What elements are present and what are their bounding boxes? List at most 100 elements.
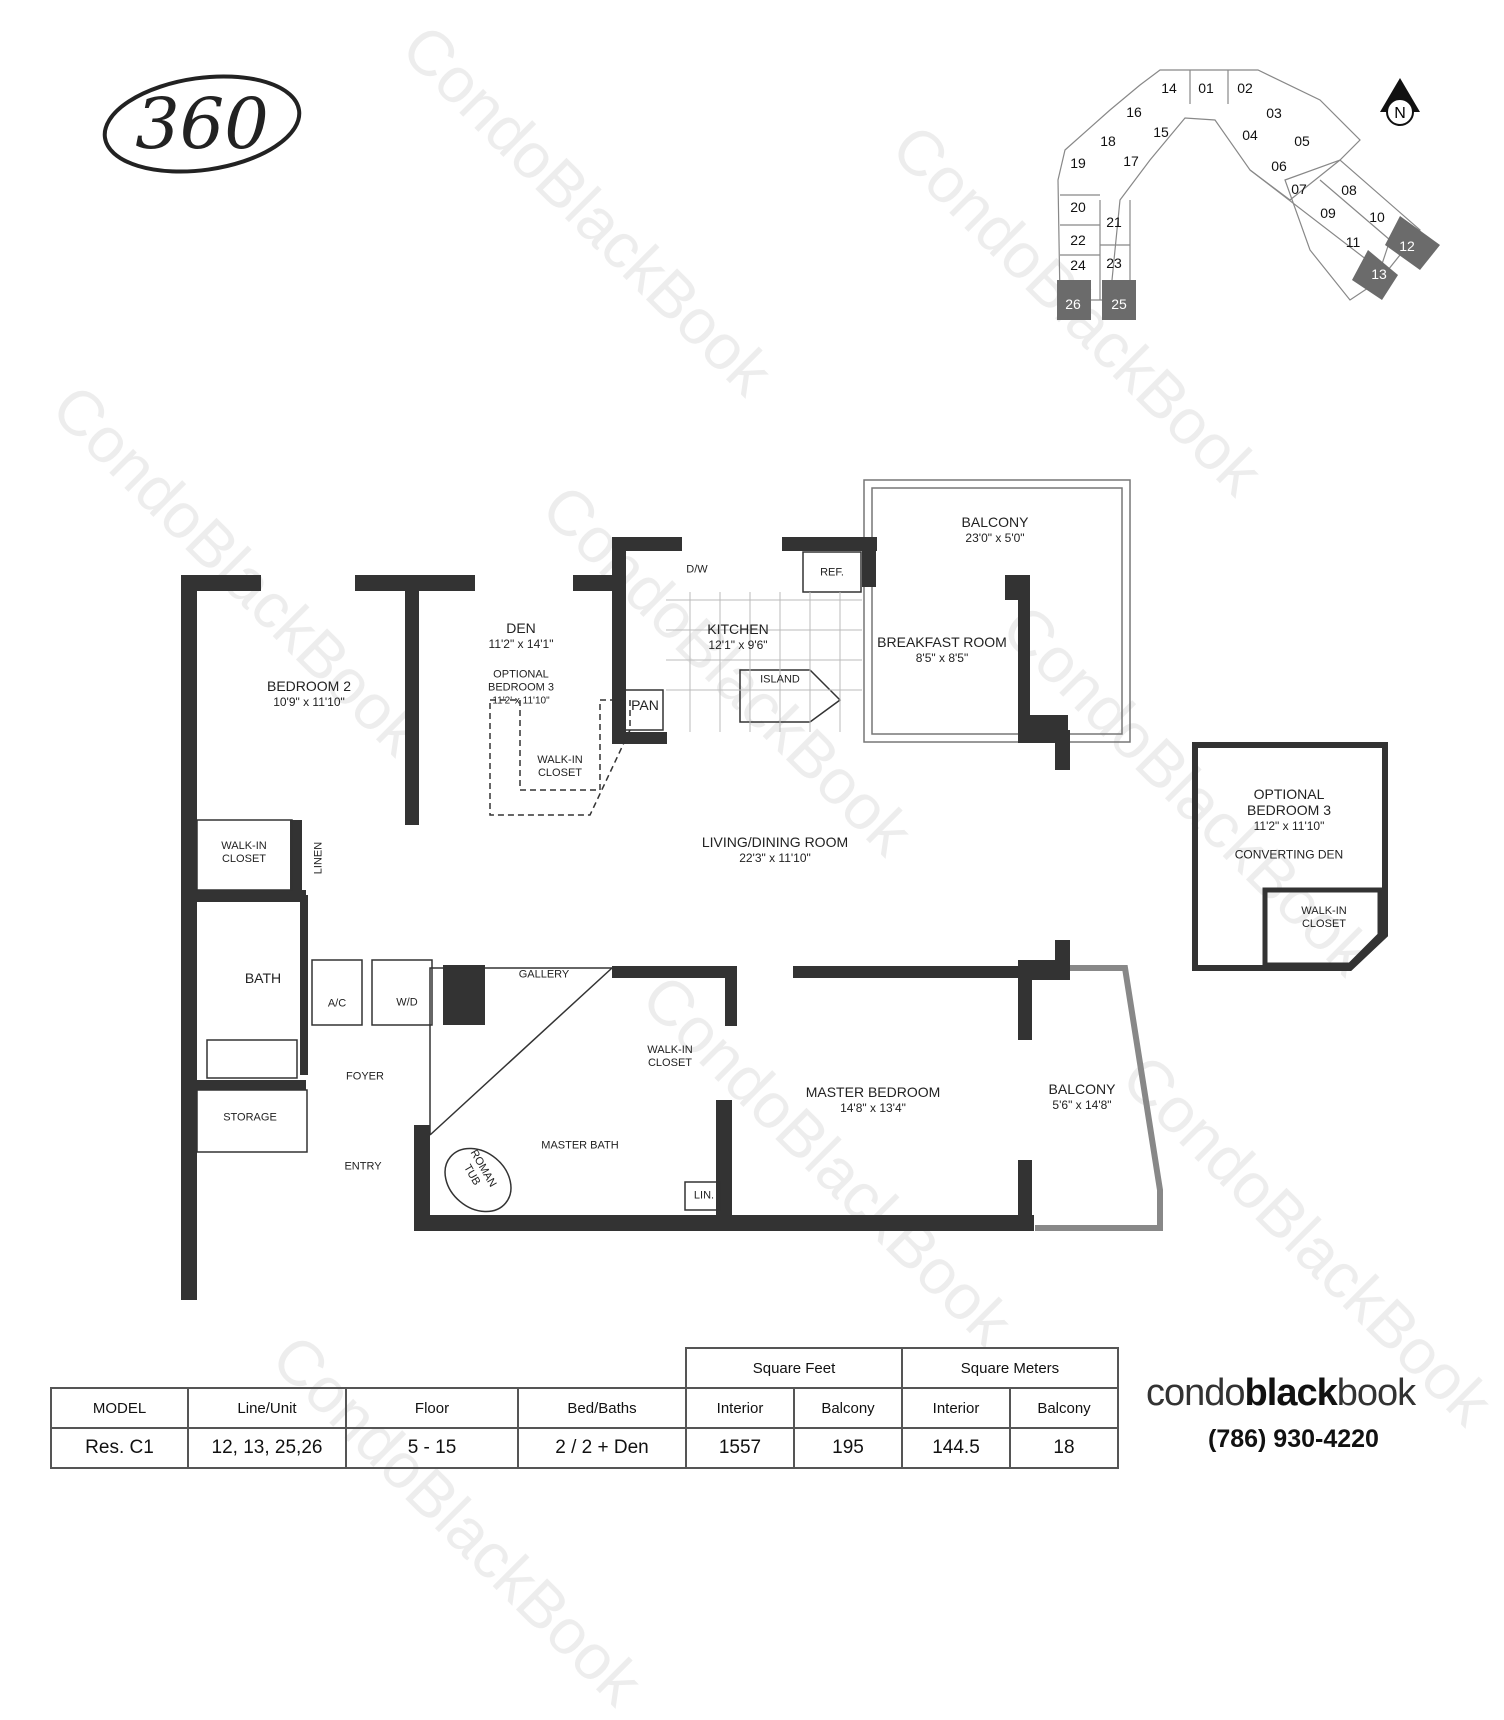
brand-text: book [1336,1372,1416,1414]
header-cell: Interior [901,1387,1011,1429]
room-name: MASTER BEDROOM [805,1084,941,1100]
keyplan-unit: 23 [1106,255,1122,271]
room-dimensions: 12'1" x 9'6" [708,638,768,652]
value-cell: 1557 [685,1427,795,1469]
keyplan-unit: 02 [1237,80,1253,96]
keyplan-unit: 18 [1100,133,1116,149]
value-cell: 2 / 2 + Den [517,1427,687,1469]
keyplan-unit: 14 [1161,80,1177,96]
linen-closet-label: LIN. [693,1189,715,1202]
header-cell: Balcony [793,1387,903,1429]
room-name: BREAKFAST ROOM [877,634,1007,650]
keyplan-unit: 19 [1070,155,1086,171]
keyplan-unit: 22 [1070,232,1086,248]
optional-dimensions: 11'2' x 11'10" [492,695,550,707]
brand-text: condo [1146,1372,1246,1414]
value-cell: 195 [793,1427,903,1469]
header-cell: Bed/Baths [517,1387,687,1429]
room-name: DEN [506,620,536,636]
closet-text: CLOSET [647,1057,692,1069]
dishwasher-label: D/W [686,563,708,576]
entry-label: ENTRY [344,1160,382,1173]
optional-text: OPTIONAL [493,668,549,681]
keyplan-unit: 26 [1065,296,1081,312]
floor-plan [181,479,1388,1300]
room-dimensions: 5'6" x 14'8" [1052,1098,1112,1112]
keyplan-unit: 17 [1123,153,1139,169]
room-dimensions: 11'2" x 14'1" [488,637,554,651]
logo-text: 360 [135,83,269,165]
refrigerator-label: REF. [820,566,844,579]
logo-360: 360 [100,68,305,178]
phone-number: (786) 930-4220 [1208,1425,1379,1453]
keyplan-unit: 13 [1371,266,1387,282]
keyplan-unit: 11 [1345,234,1361,250]
group-header-sqft: Square Feet [685,1347,903,1389]
group-header-sqm: Square Meters [901,1347,1119,1389]
brand-logo: condoblackbook [1146,1372,1416,1415]
keyplan-unit: 16 [1126,104,1142,120]
header-cell: Interior [685,1387,795,1429]
keyplan-unit: 20 [1070,199,1086,215]
keyplan-unit: 07 [1291,181,1307,197]
inset-text: OPTIONAL [1253,786,1325,802]
storage-label: STORAGE [223,1111,277,1124]
foyer-label: FOYER [346,1070,384,1083]
room-name: KITCHEN [707,621,769,637]
closet-text: WALK-IN [221,840,267,852]
value-cell: 18 [1009,1427,1119,1469]
ac-label: A/C [327,997,347,1010]
island-label: ISLAND [760,673,800,686]
closet-text: CLOSET [537,767,582,779]
value-cell: 144.5 [901,1427,1011,1469]
closet-text: CLOSET [221,853,266,865]
room-name: LIVING/DINING ROOM [701,834,849,850]
linen-label: LINEN [312,841,325,875]
bath-label: BATH [244,970,282,986]
keyplan: 14 01 02 16 03 15 04 18 05 17 19 06 07 0… [0,0,1504,340]
closet-text: WALK-IN [647,1044,693,1056]
master-bath-label: MASTER BATH [541,1139,619,1152]
washer-dryer-label: W/D [396,996,418,1009]
compass-label: N [1394,105,1406,122]
gallery-label: GALLERY [518,968,570,981]
keyplan-unit: 09 [1320,205,1336,221]
pantry-label: PAN [631,697,659,713]
keyplan-unit: 06 [1271,158,1287,174]
keyplan-unit: 12 [1399,238,1415,254]
header-cell: Balcony [1009,1387,1119,1429]
inset-dimensions: 11'2" x 11'10" [1253,819,1325,833]
keyplan-unit: 03 [1266,105,1282,121]
brand-text: black [1244,1372,1338,1414]
value-cell: 5 - 15 [345,1427,519,1469]
keyplan-unit: 24 [1070,257,1086,273]
value-cell: Res. C1 [50,1427,189,1469]
spec-table: Square Feet Square Meters MODEL Line/Uni… [50,1347,1119,1469]
keyplan-unit: 04 [1242,127,1258,143]
room-name: BEDROOM 2 [266,678,352,694]
room-dimensions: 8'5" x 8'5" [915,651,969,665]
room-dimensions: 14'8" x 13'4" [840,1101,906,1115]
north-compass-icon: N [1378,78,1422,128]
value-cell: 12, 13, 25,26 [187,1427,347,1469]
closet-text: WALK-IN [1301,905,1347,917]
closet-text: CLOSET [1301,918,1346,930]
room-dimensions: 22'3" x 11'10" [739,851,811,865]
header-cell: Line/Unit [187,1387,347,1429]
keyplan-unit: 15 [1153,124,1169,140]
room-name: BALCONY [1048,1081,1116,1097]
room-dimensions: 23'0" x 5'0" [965,531,1025,545]
converting-den-note: CONVERTING DEN [1234,847,1344,862]
highlighted-units [1057,216,1440,320]
keyplan-unit: 01 [1198,80,1214,96]
